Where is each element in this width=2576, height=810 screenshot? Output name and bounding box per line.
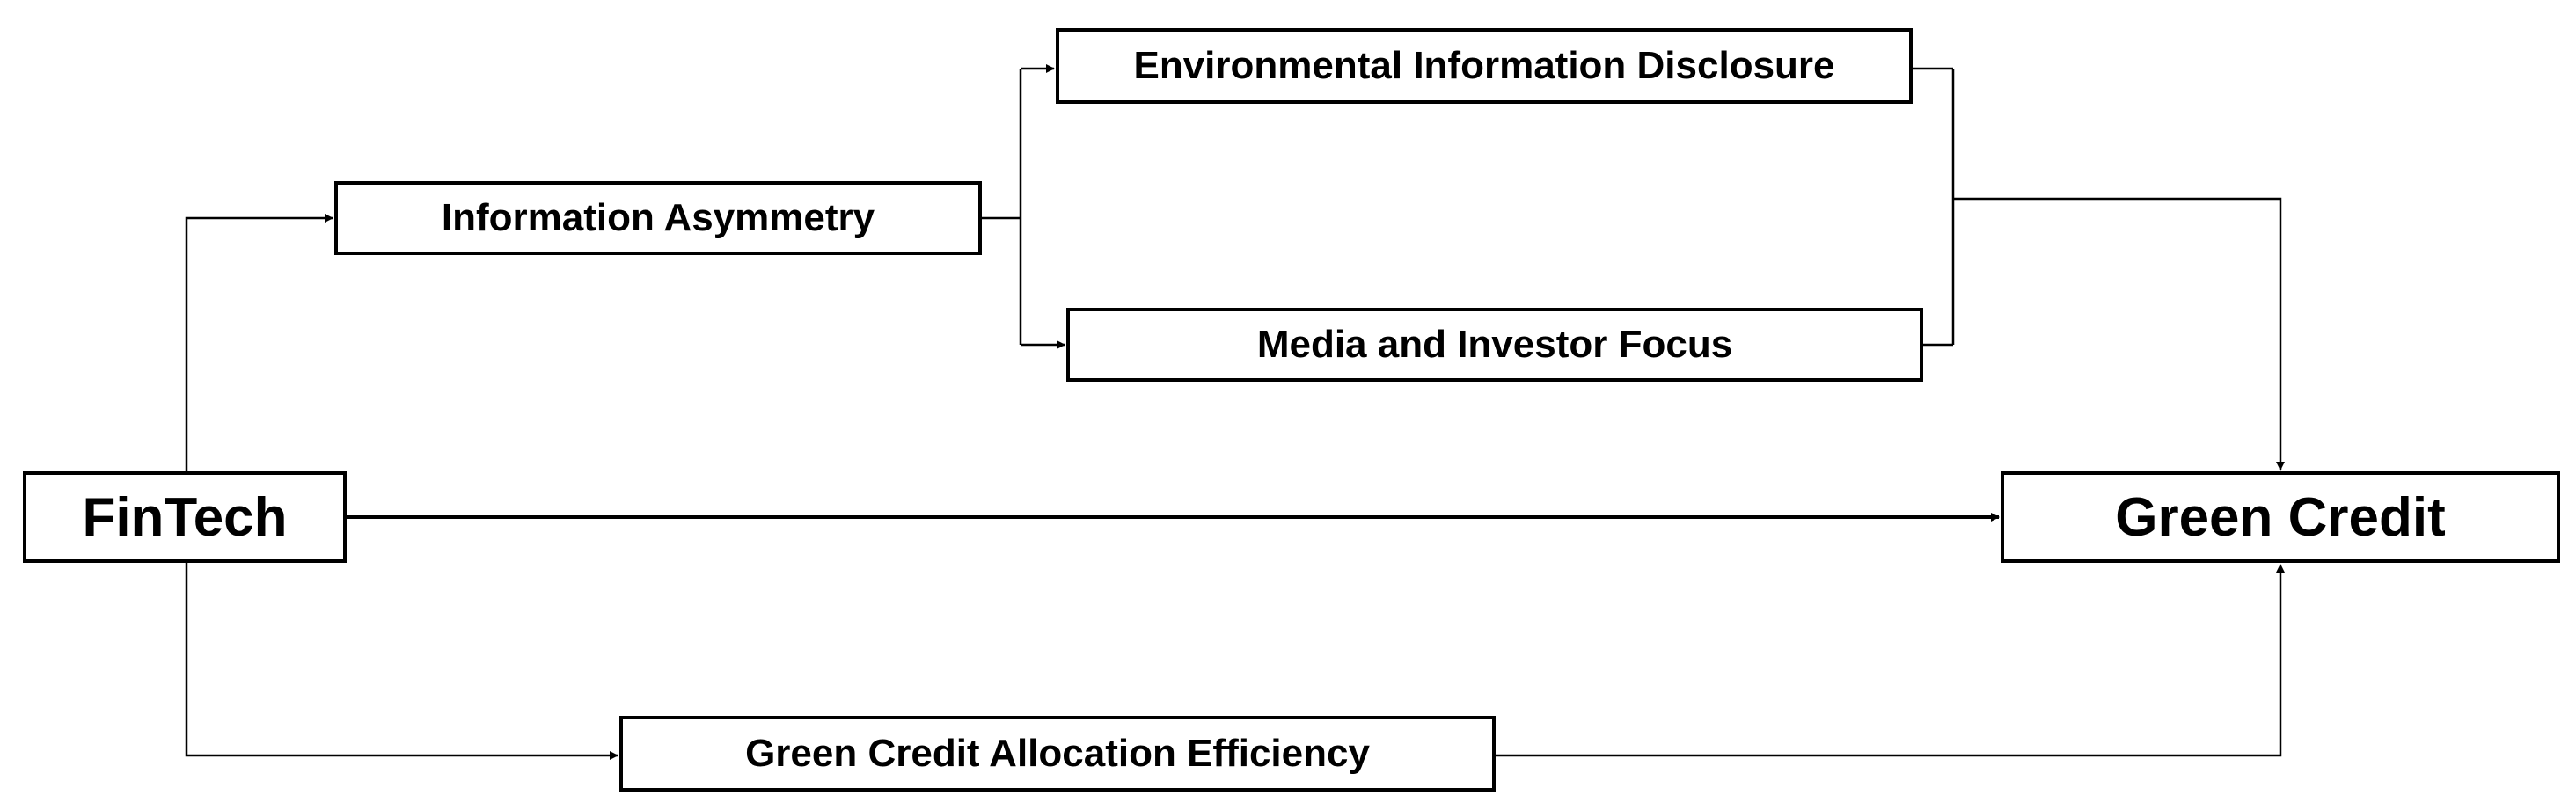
node-media-and-investor-focus: Media and Investor Focus [1066,308,1923,382]
node-information-asymmetry-label: Information Asymmetry [441,196,875,239]
edge-fintech-to-information-asymmetry [185,214,333,471]
node-environmental-information-disclosure: Environmental Information Disclosure [1056,28,1913,104]
node-green-credit-allocation-efficiency: Green Credit Allocation Efficiency [619,716,1496,792]
node-fintech-label: FinTech [82,486,288,548]
node-information-asymmetry: Information Asymmetry [334,181,982,255]
edge-fintech-to-green-credit-allocation-efficiency [185,563,618,760]
node-green-credit-allocation-efficiency-label: Green Credit Allocation Efficiency [745,732,1370,775]
node-green-credit: Green Credit [2001,471,2560,563]
edge-merge-to-green-credit [1953,197,2285,471]
edge-allocation-efficiency-to-green-credit [1496,564,2285,757]
node-media-and-investor-focus-label: Media and Investor Focus [1256,323,1733,366]
node-fintech: FinTech [23,471,347,563]
node-green-credit-label: Green Credit [2115,486,2446,548]
node-environmental-information-disclosure-label: Environmental Information Disclosure [1133,44,1835,87]
